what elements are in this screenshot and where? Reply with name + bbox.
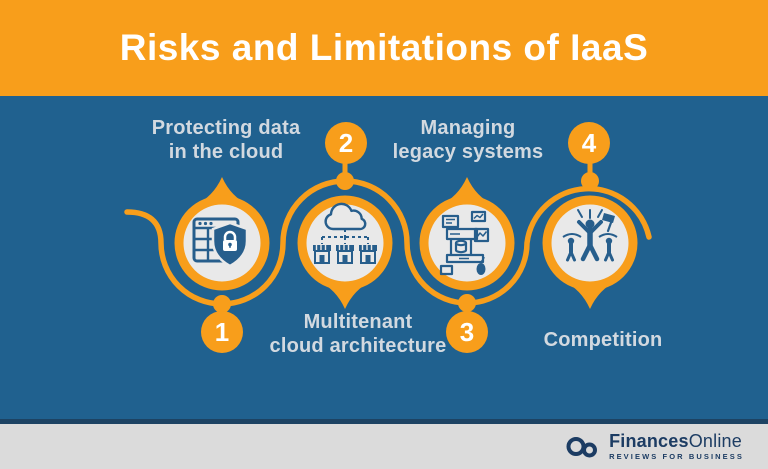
step-badge-3: 3 [446,311,488,353]
step-label-2: Multitenant cloud architecture [218,310,498,358]
step-label-4: Competition [483,328,723,352]
financesonline-cloud-icon [566,436,598,457]
footer-bar: FinancesOnline REVIEWS FOR BUSINESS [0,424,768,469]
step-badge-2: 2 [325,122,367,164]
footer-separator [0,419,768,424]
step-badge-1: 1 [201,311,243,353]
step-label-3-line2: legacy systems [392,141,544,163]
brand-name: FinancesOnline [609,432,744,450]
brand-name-regular: Online [688,431,742,452]
header-banner: Risks and Limitations of IaaS [0,0,768,96]
step-label-2-line2: cloud architecture [269,335,447,357]
step-label-2-line1: Multitenant [303,311,413,333]
step-label-3: Managing legacy systems [348,116,588,164]
page-title: Risks and Limitations of IaaS [119,27,649,68]
step-badge-4: 4 [568,122,610,164]
step-label-1-line1: Protecting data [151,117,301,139]
step-label-3-line1: Managing [420,117,516,139]
step-label-1: Protecting data in the cloud [106,116,346,164]
brand-name-bold: Finances [609,431,689,452]
step-label-1-line2: in the cloud [168,141,284,163]
financesonline-brand: FinancesOnline REVIEWS FOR BUSINESS [564,432,744,461]
step-label-4-line1: Competition [543,329,663,351]
brand-text: FinancesOnline REVIEWS FOR BUSINESS [609,432,744,461]
brand-tagline: REVIEWS FOR BUSINESS [609,452,744,462]
